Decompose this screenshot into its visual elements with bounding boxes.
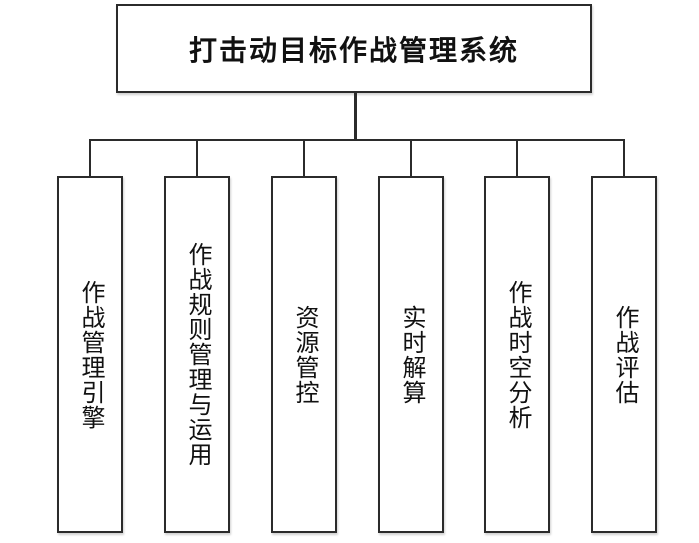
child-node-combat-rules-management: 作战规则管理与运用 bbox=[164, 176, 230, 533]
drop-connector-5 bbox=[516, 139, 518, 176]
root-node: 打击动目标作战管理系统 bbox=[116, 4, 592, 93]
child-node-label: 作战管理引擎 bbox=[77, 279, 104, 430]
trunk-connector bbox=[354, 93, 357, 141]
child-node-label: 实时解算 bbox=[398, 304, 425, 405]
child-node-resource-control: 资源管控 bbox=[271, 176, 337, 533]
child-node-label: 作战时空分析 bbox=[504, 279, 531, 430]
child-node-label: 作战评估 bbox=[611, 304, 638, 405]
child-node-combat-management-engine: 作战管理引擎 bbox=[57, 176, 123, 533]
drop-connector-6 bbox=[623, 139, 625, 176]
drop-connector-4 bbox=[410, 139, 412, 176]
child-node-label: 资源管控 bbox=[291, 304, 318, 405]
drop-connector-2 bbox=[196, 139, 198, 176]
drop-connector-1 bbox=[89, 139, 91, 176]
root-node-label: 打击动目标作战管理系统 bbox=[188, 34, 519, 66]
child-node-spatiotemporal-analysis: 作战时空分析 bbox=[484, 176, 550, 533]
drop-connector-3 bbox=[303, 139, 305, 176]
horizontal-connector bbox=[89, 139, 625, 141]
child-node-combat-assessment: 作战评估 bbox=[591, 176, 657, 533]
child-node-realtime-calculation: 实时解算 bbox=[378, 176, 444, 533]
child-node-label: 作战规则管理与运用 bbox=[184, 242, 211, 467]
